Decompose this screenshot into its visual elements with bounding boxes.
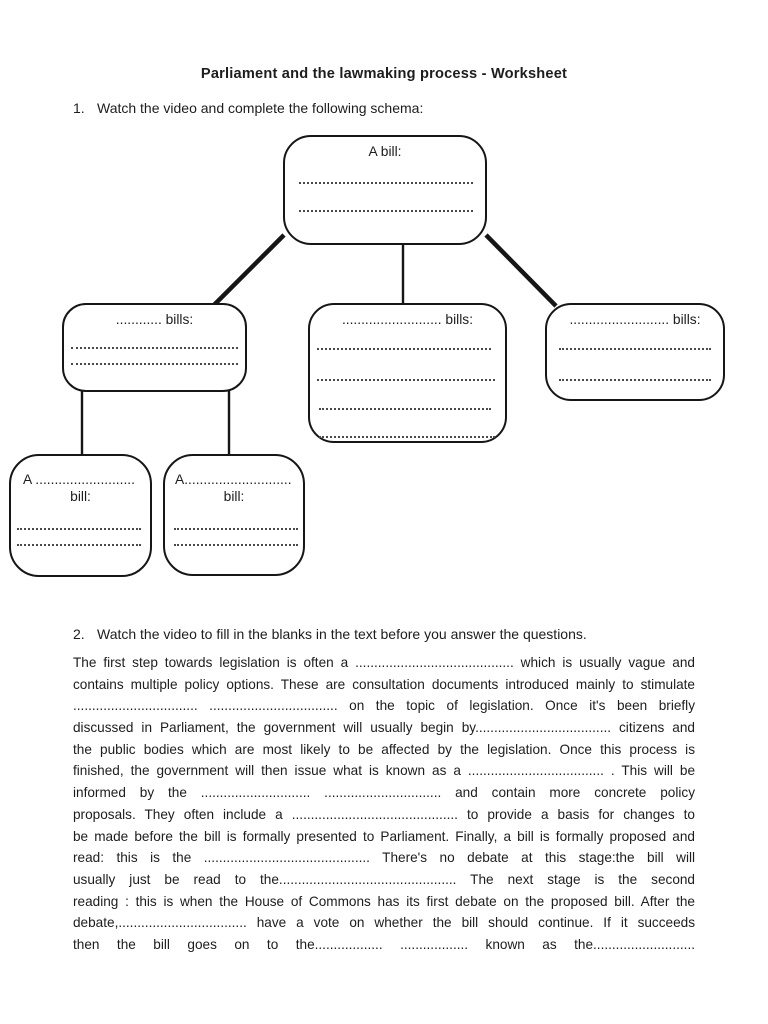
paragraph-line: proposals. They often include a ........… xyxy=(73,806,695,822)
schema-box-center-bills: .......................... bills: xyxy=(308,303,507,443)
paragraph-line: reading : this is when the House of Comm… xyxy=(73,893,695,909)
blank-line xyxy=(559,379,711,381)
paragraph-line: the public bodies which are most likely … xyxy=(73,741,695,757)
blank-line xyxy=(17,544,141,546)
schema-box-right-bills-label: .......................... bills: xyxy=(569,312,701,327)
blank-line xyxy=(319,408,491,410)
schema-box-a-bill: A bill: xyxy=(283,135,487,245)
blank-line xyxy=(174,528,298,530)
blank-line xyxy=(174,544,298,546)
schema-box-bottom-right-line1: A............................ xyxy=(175,472,292,487)
schema-box-bottom-right-label: bill: xyxy=(223,489,245,504)
schema-box-left-bills: ............ bills: xyxy=(62,303,247,392)
schema-box-bottom-left-line1: A .......................... xyxy=(23,472,135,487)
gap-fill-paragraph: The first step towards legislation is of… xyxy=(73,652,695,956)
blank-line xyxy=(17,528,141,530)
paragraph-line: The first step towards legislation is of… xyxy=(73,655,695,670)
blank-line xyxy=(71,347,238,349)
schema-box-bottom-right-bill: A............................ bill: xyxy=(163,454,305,576)
paragraph-line: finished, the government will then issue… xyxy=(73,763,695,779)
blank-line xyxy=(299,210,473,212)
task-1-number: 1. xyxy=(73,100,85,116)
blank-line xyxy=(317,348,491,350)
blank-line xyxy=(71,363,238,365)
paragraph-line: be made before the bill is formally pres… xyxy=(73,828,695,844)
schema-box-right-bills: .......................... bills: xyxy=(545,303,725,401)
paragraph-line: ................................. ......… xyxy=(73,698,695,714)
connector-top-to-left xyxy=(210,233,286,309)
paragraph-line: read: this is the ......................… xyxy=(73,850,695,866)
schema-box-bottom-left-bill: A .......................... bill: xyxy=(9,454,152,577)
paragraph-line: usually just be read to the.............… xyxy=(73,871,695,887)
schema-box-center-bills-label: .......................... bills: xyxy=(341,312,474,327)
blank-line xyxy=(317,379,495,381)
paragraph-line: informed by the ........................… xyxy=(73,785,695,801)
task-1-text: Watch the video and complete the followi… xyxy=(97,100,424,116)
schema-box-a-bill-label: A bill: xyxy=(368,144,402,159)
schema-box-left-bills-label: ............ bills: xyxy=(115,312,194,327)
paragraph-line: contains multiple policy options. These … xyxy=(73,676,695,692)
task-2-heading: 2. Watch the video to fill in the blanks … xyxy=(73,626,587,642)
blank-line xyxy=(299,182,473,184)
page-title: Parliament and the lawmaking process - W… xyxy=(200,66,568,82)
task-1-heading: 1. Watch the video and complete the follo… xyxy=(73,100,423,116)
blank-line xyxy=(319,436,495,438)
task-2-number: 2. xyxy=(73,626,85,642)
connector-top-to-right xyxy=(484,233,558,308)
blank-line xyxy=(559,348,711,350)
task-2-text: Watch the video to fill in the blanks in… xyxy=(97,626,587,642)
paragraph-line: debate,.................................… xyxy=(73,915,695,931)
paragraph-line: then the bill goes on to the............… xyxy=(73,936,695,952)
schema-box-bottom-left-label: bill: xyxy=(70,489,91,504)
paragraph-line: discussed in Parliament, the government … xyxy=(73,720,695,736)
